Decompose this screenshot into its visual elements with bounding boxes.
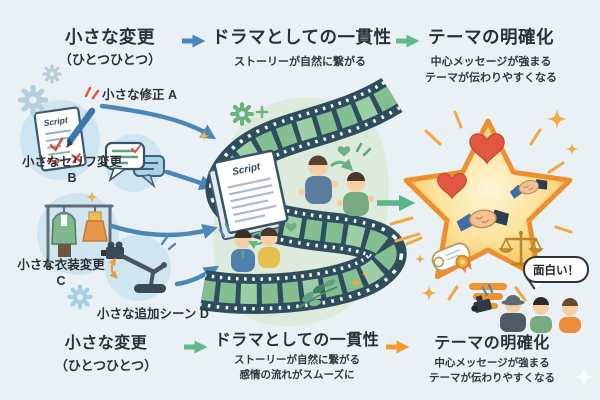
camera-icon [471, 295, 492, 313]
top-step-theme-clarification: テーマの明確化 中心メッセージが強まる テーマが伝わりやすくなる [412, 27, 570, 86]
top-step-small-changes: 小さな変更 （ひとつひとつ） [25, 27, 195, 68]
step-title: 小さな変更 [65, 27, 155, 47]
curved-arrow-d-icon [174, 265, 220, 287]
script-edit-icon: Script [20, 86, 100, 180]
step-title: ドラマとしての一貫性 [212, 27, 392, 47]
curved-arrow-b-icon [164, 169, 215, 191]
talking-people-pair-1 [298, 142, 375, 216]
exchange-arrow-icon [330, 158, 354, 172]
gear-icon [232, 104, 252, 124]
label-line-2: C [56, 273, 66, 288]
radiating-dashes [389, 110, 573, 302]
curved-arrow-a-icon [99, 103, 217, 140]
step-title: テーマの明確化 [434, 335, 550, 352]
label-added-scene-d: 小さな追加シーン D [97, 307, 209, 321]
hat-icon [501, 299, 525, 306]
note-line-2: テーマが伝わりやすくなる [429, 371, 555, 384]
emphasis-marks-blue [160, 235, 177, 251]
costume-change-icon [37, 193, 119, 275]
script-title-text: Script [43, 115, 69, 128]
gear-icon [42, 64, 62, 84]
sparkle-icon [565, 142, 579, 156]
bottom-step-drama-consistency: ドラマとしての一貫性 ストーリーが自然に繋がる 感情の流れがスムーズに [208, 332, 386, 382]
sparkle-icon [414, 253, 426, 265]
pen-icon [66, 107, 96, 145]
bottom-step-small-changes: 小さな変更 （ひとつひとつ） [23, 335, 189, 374]
dress-icon [88, 211, 102, 222]
label-dialogue-change-b: 小さなセリフ変更 B [16, 155, 128, 186]
film-crew-icon [471, 283, 581, 333]
note-line-1: 中心メッセージが強まる [434, 357, 550, 370]
step-note: 中心メッセージが強まる テーマが伝わりやすくなる [412, 55, 570, 86]
bottom-step-theme-clarification: テーマの明確化 中心メッセージが強まる テーマが伝わりやすくなる [410, 335, 574, 385]
step-subtitle: （ひとつひとつ） [58, 52, 162, 68]
camera-icon [106, 247, 124, 259]
star-burst-icon [389, 110, 573, 309]
step-title: テーマの明確化 [428, 27, 554, 47]
gear-icon [70, 287, 91, 308]
leaf-icon [297, 279, 338, 309]
emphasis-marks-red [84, 86, 100, 100]
label-costume-change-c: 小さな衣装変更 C [6, 258, 116, 289]
curved-arrow-c-icon [109, 223, 218, 239]
step-note: 中心メッセージが強まる テーマが伝わりやすくなる [410, 356, 574, 384]
top-step-drama-consistency: ドラマとしての一貫性 ストーリーが自然に繋がる [212, 27, 392, 71]
rotate-arrow-icon [108, 257, 118, 279]
step-note: ストーリーが自然に繋がる 感情の流れがスムーズに [208, 353, 386, 381]
dialogue-change-icon [104, 134, 165, 192]
note-line-2: テーマが伝わりやすくなる [425, 71, 557, 84]
script-document: Script [208, 149, 289, 241]
sparkle-icon [574, 367, 594, 387]
label-small-fix-a: 小さな修正 A [102, 88, 178, 102]
step-note: ストーリーが自然に繋がる [234, 56, 366, 69]
added-scene-icon [101, 235, 177, 301]
sparkle-icon [421, 285, 437, 301]
converging-arrows [99, 103, 220, 287]
step-title: ドラマとしての一貫性 [214, 332, 380, 349]
label-line-1: 小さな衣装変更 [17, 258, 105, 272]
sparkle-icon [547, 109, 567, 129]
step-subtitle: （ひとつひとつ） [54, 358, 158, 374]
talking-people-pair-2 [218, 222, 297, 272]
speech-bubble: 面白い！ [523, 256, 589, 283]
note-line-1: 中心メッセージが強まる [430, 56, 552, 69]
label-line-1: 小さなセリフ変更 [21, 155, 122, 169]
label-line-2: B [67, 170, 77, 185]
step-title: 小さな変更 [64, 335, 148, 352]
note-line-1: ストーリーが自然に繋がる [234, 354, 360, 367]
gear-icon [20, 87, 45, 112]
note-line-2: 感情の流れがスムーズに [239, 368, 355, 381]
plus-sparkle-icon [255, 105, 269, 119]
